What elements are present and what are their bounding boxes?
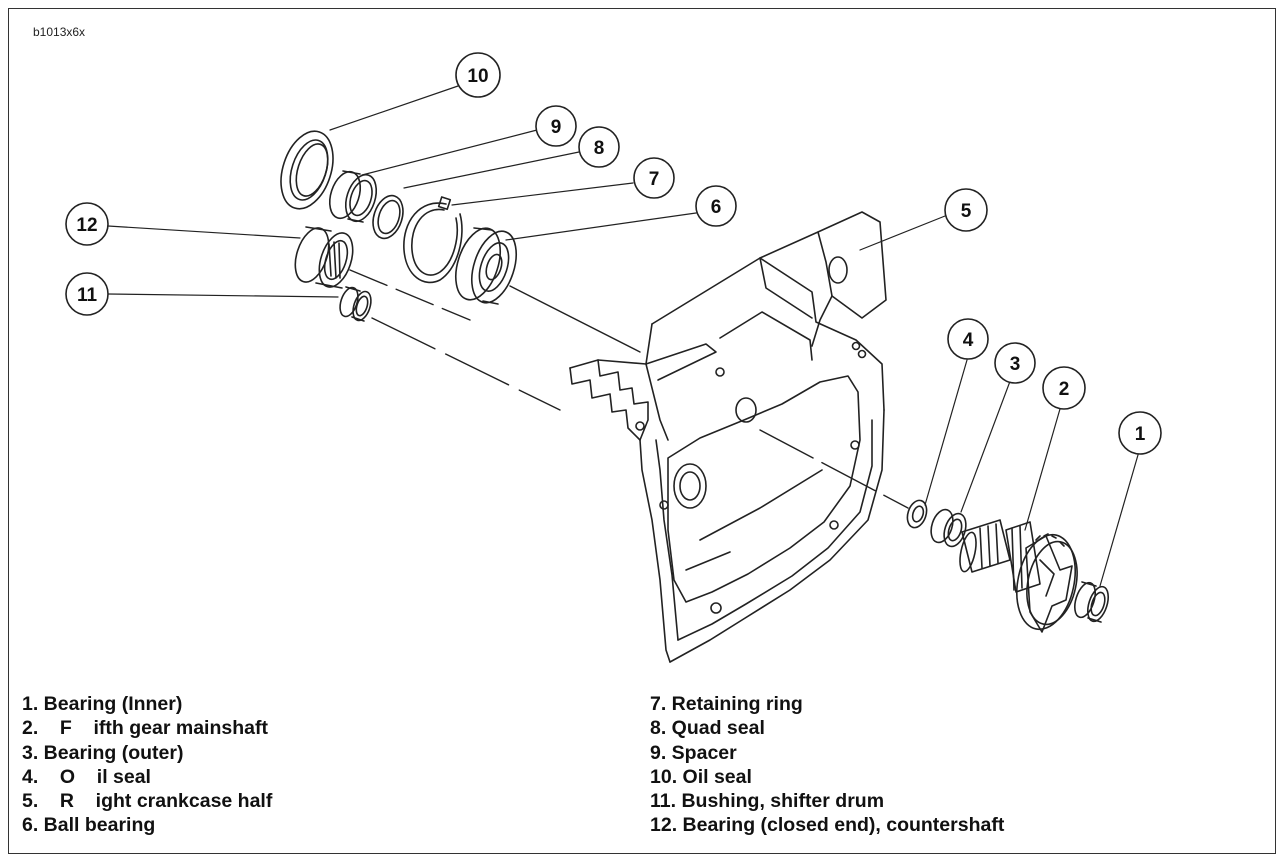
- callout-6: 6: [695, 185, 737, 227]
- svg-text:3: 3: [1010, 354, 1021, 375]
- part-12-bearing-drawing: [294, 226, 354, 289]
- part-3-bearing-drawing: [930, 508, 967, 548]
- legend-item-7: 7. Retaining ring: [650, 693, 803, 715]
- legend-item-2: 2. F ifth gear mainshaft: [22, 717, 268, 740]
- callout-7: 7: [633, 157, 675, 199]
- legend-item-5: 5. R ight crankcase half: [22, 790, 273, 813]
- callout-8: 8: [578, 126, 620, 168]
- legend-item-6: 6. Ball bearing: [22, 814, 156, 837]
- assembly-axis-lines: [349, 269, 909, 509]
- part-9-spacer-drawing: [328, 170, 378, 223]
- part-7-retaining-ring-drawing: [403, 196, 463, 284]
- legend-item-1: 1. Bearing (Inner): [22, 693, 183, 715]
- part-2-mainshaft-drawing: [959, 519, 1078, 633]
- part-11-bushing-drawing: [339, 286, 372, 322]
- callouts: 10 9 8 7 6 5 12 11: [65, 52, 1162, 455]
- callout-5: 5: [944, 188, 988, 232]
- svg-text:2: 2: [1059, 379, 1070, 400]
- callout-9: 9: [535, 105, 577, 147]
- svg-text:9: 9: [551, 117, 562, 138]
- leader-lines: [107, 85, 1141, 587]
- right-crankcase-half: [569, 211, 887, 663]
- callout-4: 4: [947, 318, 989, 360]
- svg-text:6: 6: [711, 197, 722, 218]
- legend-item-9: 9. Spacer: [650, 741, 737, 764]
- svg-text:5: 5: [961, 201, 972, 222]
- svg-text:11: 11: [77, 285, 98, 306]
- legend-left-column: 1. Bearing (Inner) 2. F ifth gear mainsh…: [22, 692, 272, 838]
- legend-item-10: 10. Oil seal: [650, 765, 752, 788]
- svg-text:8: 8: [594, 138, 605, 159]
- callout-11: 11: [65, 272, 109, 316]
- legend-item-4: 4. O il seal: [22, 765, 151, 788]
- legend-item-12: 12. Bearing (closed end), countershaft: [650, 814, 1005, 837]
- svg-text:7: 7: [649, 169, 660, 190]
- svg-text:10: 10: [467, 66, 488, 87]
- legend-item-3: 3. Bearing (outer): [22, 741, 184, 764]
- callout-3: 3: [994, 342, 1036, 384]
- callout-10: 10: [455, 52, 501, 98]
- part-6-ball-bearing-drawing: [455, 227, 517, 305]
- callout-12: 12: [65, 202, 109, 246]
- legend-item-11: 11. Bushing, shifter drum: [650, 790, 885, 813]
- part-10-oil-seal-drawing: [280, 130, 334, 210]
- figure-frame: [8, 8, 1276, 854]
- part-8-quad-seal-drawing: [372, 194, 404, 240]
- svg-text:12: 12: [76, 215, 97, 236]
- callout-2: 2: [1042, 366, 1086, 410]
- svg-text:4: 4: [963, 330, 974, 351]
- legend-item-8: 8. Quad seal: [650, 717, 765, 740]
- part-1-bearing-drawing: [1073, 581, 1110, 623]
- callout-1: 1: [1118, 411, 1162, 455]
- part-4-oil-seal-drawing: [906, 499, 928, 529]
- legend-right-column: 7. Retaining ring 8. Quad seal 9. Spacer…: [650, 692, 1004, 838]
- figure-id: b1013x6x: [33, 25, 86, 39]
- svg-text:1: 1: [1135, 424, 1146, 445]
